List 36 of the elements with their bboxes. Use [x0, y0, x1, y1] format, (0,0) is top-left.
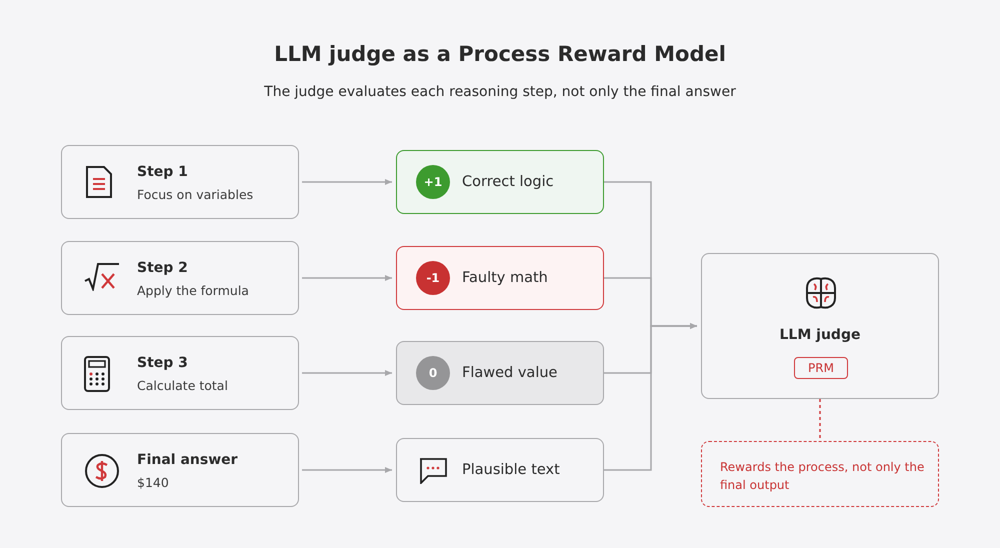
- step-description: Calculate total: [137, 378, 228, 393]
- step-card: [61, 241, 299, 315]
- note-box: [701, 441, 939, 507]
- judge-box: [701, 253, 939, 399]
- dashed-connector: [819, 399, 821, 441]
- score-badge: -1: [416, 261, 450, 295]
- score-badge: +1: [416, 165, 450, 199]
- score-label: Correct logic: [462, 174, 554, 190]
- diagram-title: LLM judge as a Process Reward Model: [273, 42, 727, 66]
- step-title: Step 3: [137, 355, 188, 371]
- score-label: Flawed value: [462, 365, 558, 381]
- step-card: [61, 145, 299, 219]
- step-card: [61, 433, 299, 507]
- score-label: Plausible text: [462, 462, 560, 478]
- step-description: Apply the formula: [137, 283, 249, 298]
- arrow: [302, 467, 392, 473]
- arrow: [302, 179, 392, 185]
- step-title: Step 2: [137, 260, 188, 276]
- step-title: Step 1: [137, 164, 188, 180]
- judge-title: LLM judge: [778, 327, 862, 343]
- score-box: [396, 438, 604, 502]
- step-description: $140: [137, 475, 169, 490]
- score-badge: 0: [416, 356, 450, 390]
- prm-tag: PRM: [794, 357, 848, 379]
- step-description: Focus on variables: [137, 187, 254, 202]
- score-box: [396, 341, 604, 405]
- subtitle: The judge evaluates each reasoning step, not only the final answer: [263, 84, 737, 100]
- score-label: Faulty math: [462, 270, 548, 286]
- arrow: [302, 370, 392, 376]
- note-text: Rewards the process, not only the final output: [720, 459, 925, 494]
- step-card: [61, 336, 299, 410]
- arrow: [604, 323, 697, 471]
- score-box: [396, 246, 604, 310]
- step-title: Final answer: [137, 452, 238, 468]
- score-box: [396, 150, 604, 214]
- arrow: [302, 275, 392, 281]
